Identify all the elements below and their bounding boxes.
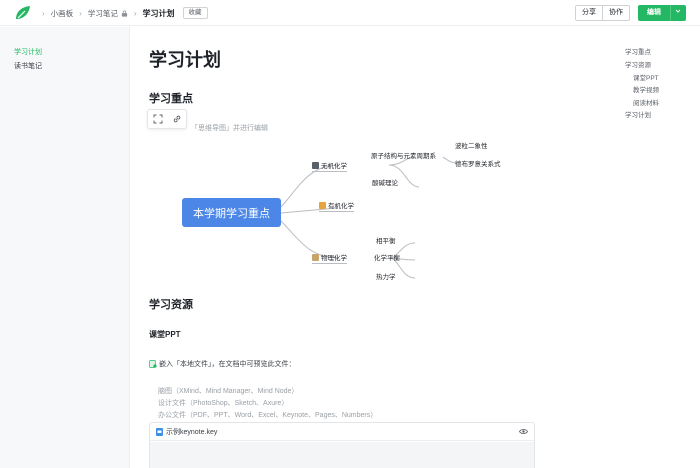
- collaborate-button[interactable]: 协作: [603, 5, 630, 21]
- app-logo-icon[interactable]: [14, 5, 32, 21]
- attachment-icon: [149, 360, 157, 369]
- edit-dropdown-button[interactable]: [670, 5, 686, 21]
- document-area: 学习计划 学习重点 「思维导图」并进行编辑 本学期学习重点: [131, 27, 700, 468]
- mind-map[interactable]: 本学期学习重点 无机化学 有机化学 物理化学 原子结构与元素周期系 酸碱理论 波…: [149, 143, 529, 307]
- molecule-icon: [319, 201, 326, 209]
- mind-map-node-chemical-equilibrium[interactable]: 化学平衡: [374, 255, 400, 262]
- mind-map-node-acid-base[interactable]: 酸碱理论: [372, 180, 398, 187]
- mindmap-caption: 「思维导图」并进行编辑: [191, 125, 268, 132]
- notebook-icon: [312, 253, 319, 261]
- breadcrumb: › 小画板 › 学习笔记 › 学习计划 收藏: [36, 0, 208, 26]
- top-bar: › 小画板 › 学习笔记 › 学习计划 收藏 分享 协作 编辑: [0, 0, 700, 26]
- mind-map-node-physical[interactable]: 物理化学: [312, 252, 347, 264]
- chevron-down-icon: [675, 9, 681, 13]
- mind-map-node-inorganic[interactable]: 无机化学: [312, 160, 347, 172]
- favorite-button[interactable]: 收藏: [182, 7, 208, 19]
- heading-class-ppt: 课堂PPT: [149, 330, 181, 339]
- keynote-file-icon: [156, 427, 163, 436]
- floating-toolbar: [147, 109, 187, 129]
- file-type-office: 办公文件（PDF、PPT、Word、Excel、Keynote、Pages、Nu…: [158, 412, 378, 419]
- share-button[interactable]: 分享: [575, 5, 603, 21]
- toc-item-study-focus[interactable]: 学习重点: [625, 49, 651, 56]
- chevron-right-icon: ›: [133, 8, 137, 18]
- mind-map-connectors: [280, 157, 458, 279]
- breadcrumb-item-current: 学习计划: [142, 8, 175, 18]
- edit-button[interactable]: 编辑: [638, 5, 670, 21]
- file-embed-preview: [150, 442, 534, 468]
- sidebar-item-reading-notes[interactable]: 读书笔记: [14, 63, 42, 70]
- file-embed[interactable]: 示例keynote.key: [149, 422, 535, 468]
- top-actions: 分享 协作 编辑: [575, 5, 686, 21]
- chevron-right-icon: ›: [42, 8, 45, 18]
- heading-study-focus: 学习重点: [149, 93, 193, 105]
- eye-icon[interactable]: [519, 428, 528, 435]
- toc-item-class-ppt[interactable]: 课堂PPT: [633, 75, 659, 82]
- toc-item-teaching-video[interactable]: 教学视频: [633, 87, 659, 94]
- breadcrumb-item-notes[interactable]: 学习笔记: [87, 8, 118, 18]
- flask-icon: [312, 161, 319, 169]
- fullscreen-icon[interactable]: [153, 114, 163, 124]
- toc-item-reading-materials[interactable]: 阅读材料: [633, 100, 659, 107]
- mind-map-root[interactable]: 本学期学习重点: [182, 198, 281, 227]
- file-embed-header: 示例keynote.key: [150, 423, 534, 441]
- mind-map-node-wave-particle[interactable]: 波粒二象性: [455, 143, 488, 150]
- file-type-design: 设计文件（PhotoShop、Sketch、Axure）: [158, 400, 289, 407]
- embed-intro: 嵌入「本地文件」，在文档中可预览此文件：: [149, 359, 296, 369]
- mind-map-node-thermodynamics[interactable]: 热力学: [376, 274, 396, 281]
- chevron-right-icon: ›: [79, 8, 82, 18]
- file-type-mindmap: 脑图（XMind、Mind Manager、Mind Node）: [158, 388, 299, 395]
- sidebar-item-study-plan[interactable]: 学习计划: [14, 49, 42, 56]
- file-embed-name[interactable]: 示例keynote.key: [166, 428, 218, 436]
- heading-study-resources: 学习资源: [149, 299, 193, 311]
- mind-map-node-de-broglie[interactable]: 德布罗意关系式: [455, 161, 501, 168]
- sidebar: 学习计划 读书笔记: [0, 27, 130, 468]
- mind-map-node-organic[interactable]: 有机化学: [319, 200, 354, 212]
- lock-icon: [121, 10, 127, 17]
- link-icon[interactable]: [172, 114, 182, 124]
- mind-map-node-atomic-structure[interactable]: 原子结构与元素周期系: [371, 153, 436, 160]
- toc-item-study-resources[interactable]: 学习资源: [625, 62, 651, 69]
- toc-item-study-plan[interactable]: 学习计划: [625, 112, 651, 119]
- breadcrumb-item-board[interactable]: 小画板: [50, 8, 74, 18]
- page-title: 学习计划: [149, 50, 221, 70]
- mind-map-node-phase-equilibrium[interactable]: 相平衡: [376, 238, 396, 245]
